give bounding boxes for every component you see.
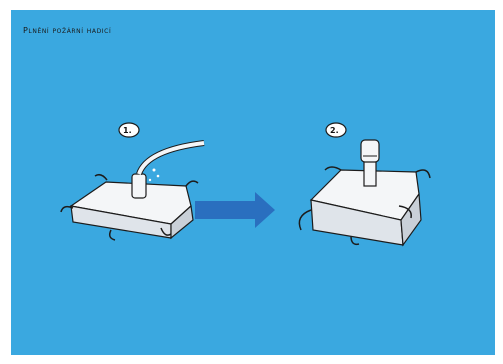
illustration-panel: Plnění požární hadicí 1. [11, 10, 495, 355]
step-2: 2. [299, 123, 430, 245]
step-1-label: 1. [123, 126, 132, 135]
arrow-right-icon [195, 192, 275, 228]
filling-diagram: 1. [11, 10, 495, 355]
empty-bag-icon [61, 175, 198, 240]
filling-spout-cap-icon [361, 140, 379, 186]
step-2-label: 2. [330, 126, 339, 135]
step-1: 1. [61, 123, 204, 240]
